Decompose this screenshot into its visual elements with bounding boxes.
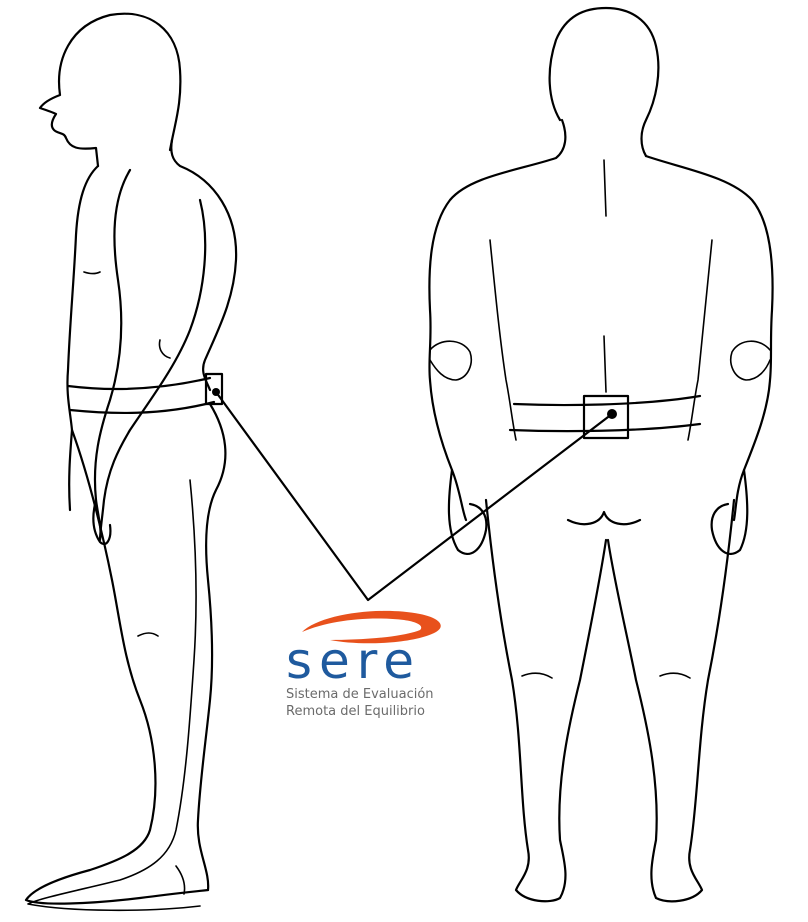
back-torso: [429, 120, 772, 520]
back-belt: [510, 396, 700, 431]
logo-subtitle-line-1: Sistema de Evaluación: [286, 686, 486, 703]
side-head: [40, 14, 180, 166]
back-view-figure: [429, 8, 772, 901]
side-rear-leg: [28, 480, 200, 910]
back-buttocks: [568, 512, 640, 524]
sensor-connector-line: [216, 392, 612, 600]
logo-subtitle-line-2: Remota del Equilibrio: [286, 703, 486, 720]
back-legs: [486, 500, 734, 901]
side-arm: [95, 170, 205, 540]
side-details: [84, 272, 185, 894]
side-view-figure: [26, 14, 236, 911]
side-front: [67, 166, 98, 510]
sere-logo: sere Sistema de Evaluación Remota del Eq…: [286, 612, 486, 720]
back-elbows: [430, 341, 770, 380]
back-hands: [449, 470, 747, 554]
side-buttock: [198, 404, 226, 890]
side-front-leg: [26, 430, 208, 904]
back-knees: [522, 673, 690, 678]
logo-wordmark: sere: [286, 636, 486, 686]
side-belt: [68, 378, 214, 413]
